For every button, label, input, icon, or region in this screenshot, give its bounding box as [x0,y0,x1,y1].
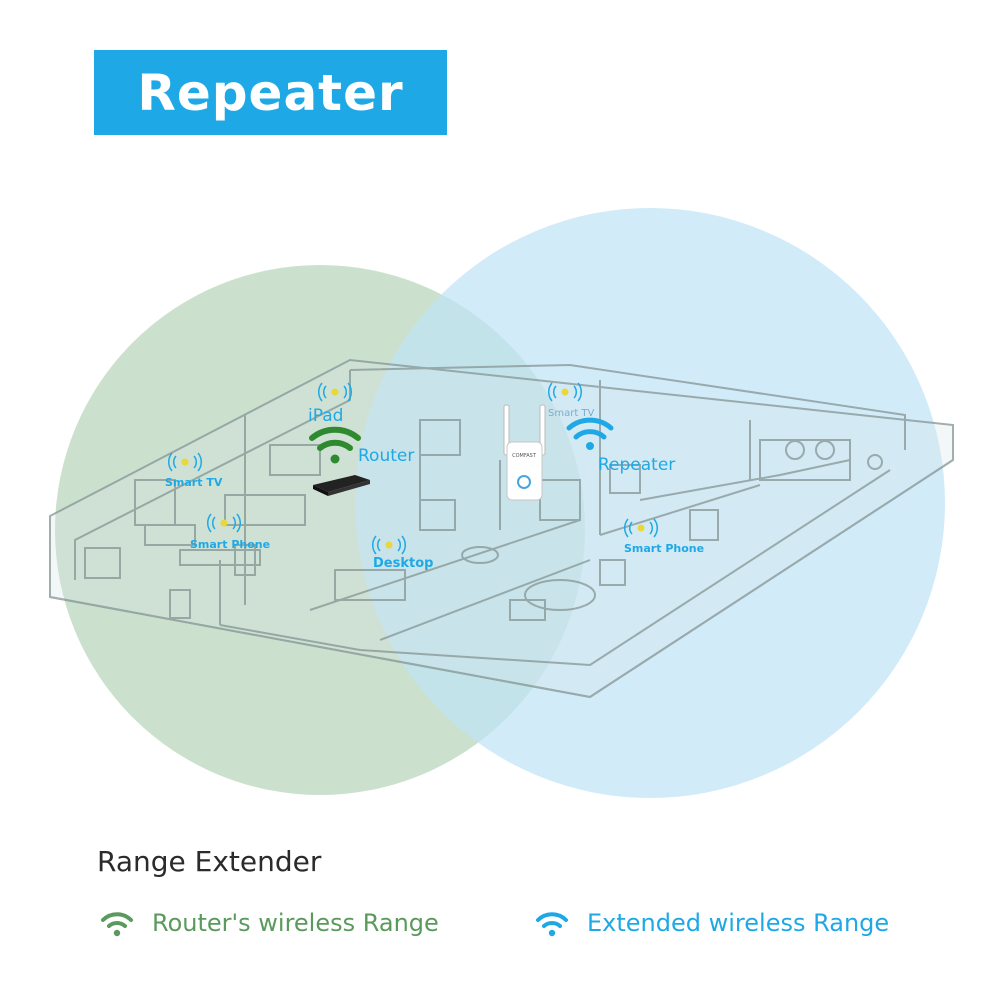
desktop-label: Desktop [373,556,433,571]
legend-router-range-label: Router's wireless Range [152,909,439,937]
ipad-label: iPad [308,406,343,426]
legend-router-range: Router's wireless Range [100,908,439,938]
router-label: Router [358,446,414,466]
blue-wifi-icon [536,912,568,937]
smart-phone-left-label: Smart Phone [190,538,270,551]
router-wifi-icon [309,426,361,464]
device-marker-smart-tv-left [168,452,202,472]
header-banner: Repeater [94,50,447,135]
smart-tv-left-label: Smart TV [165,476,223,489]
device-marker-ipad [318,382,352,402]
device-marker-smart-phone-left [207,513,241,533]
page-title: Repeater [137,63,404,122]
device-marker-desktop [372,535,406,555]
smart-tv-right-label: Smart TV [548,408,595,419]
extended-range-circle [355,208,945,798]
repeater-label: Repeater [598,455,675,475]
floor-plan [49,358,954,699]
device-marker-smart-tv-right [548,382,582,402]
legend-extended-range: Extended wireless Range [535,908,889,938]
green-wifi-icon [101,912,133,937]
device-marker-smart-phone-right [624,518,658,538]
repeater-device: COMFAST [503,404,546,501]
repeater-brand: COMFAST [512,453,537,459]
legend-extended-range-label: Extended wireless Range [587,909,890,937]
diagram-caption: Range Extender [97,845,322,878]
router-device [313,475,370,496]
smart-phone-right-label: Smart Phone [624,542,704,555]
repeater-wifi-icon [566,417,614,450]
